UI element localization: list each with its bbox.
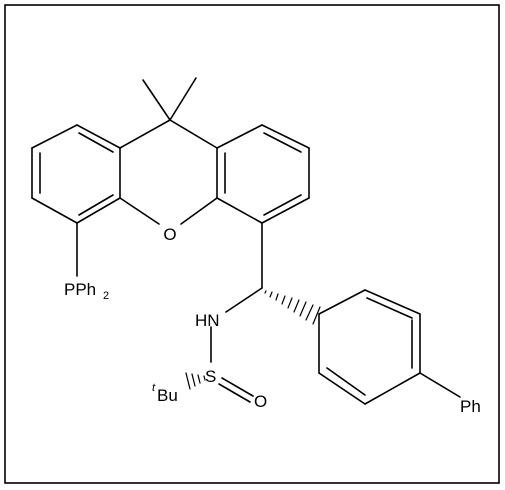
bond-bring-1 [318,289,366,315]
bond-bring-inner-1 [366,297,413,319]
bond-aryl-ph [419,372,461,398]
frame-border [4,4,500,484]
bond-rring-1 [216,124,263,149]
bond-rring-4 [261,197,310,224]
bond-lring-4 [31,197,78,224]
hashed-wedge-aryl [264,290,321,325]
bond-bring-inner-3 [326,367,366,396]
phenyl-label: Ph [460,397,481,416]
bond-bring-5 [318,372,366,405]
bond-central-3 [119,197,160,225]
bond-stereo-n [225,287,263,313]
phosphine-label: PPh [64,280,96,299]
bond-rring-2 [261,124,310,149]
bond-central-2 [169,119,218,149]
bond-lring-3 [76,197,121,224]
bond-central-4 [180,197,218,225]
bond-bring-4 [364,372,421,405]
bond-s-o-1 [221,377,254,397]
bond-rring-inner-2 [263,132,302,153]
bond-lring-6 [31,124,78,149]
amine-label: HN [195,311,220,330]
bond-rring-5 [216,197,263,224]
bond-lring-inner-1 [78,132,114,153]
bond-s-o-2 [218,383,251,403]
hashed-wedge-tbu [185,372,206,390]
bond-bring-2 [364,289,421,315]
bond-rring-inner-3 [263,194,302,216]
bond-lring-inner-3 [78,194,114,216]
bond-central-1 [119,119,171,149]
bond-methyl-right [169,77,197,121]
tbu-label: Bu [157,386,178,405]
ring-oxygen-label: O [163,225,176,244]
bond-lring-1 [76,124,121,149]
sulfinyl-oxygen-label: O [254,392,267,411]
sulfur-label: S [205,367,216,386]
phosphine-subscript: 2 [103,290,109,302]
bond-methyl-left [142,79,171,121]
tbu-superscript: t [152,382,156,394]
